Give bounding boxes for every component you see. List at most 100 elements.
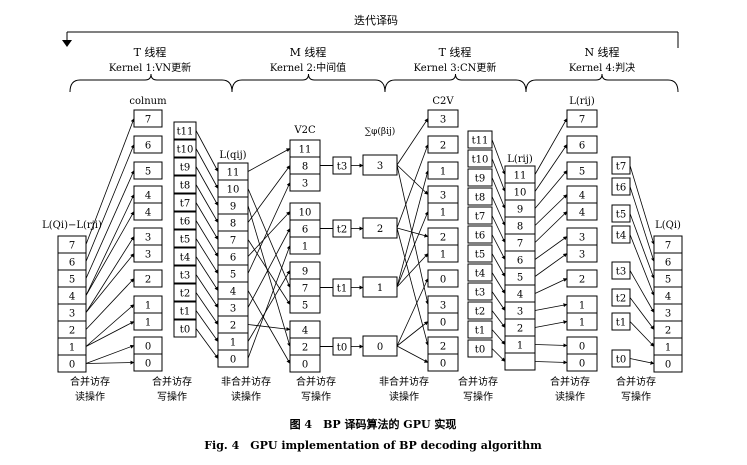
lq-cell-value: 9 (230, 202, 236, 213)
lr-cell-value: 7 (517, 239, 523, 250)
lr2-cell-value: 7 (579, 115, 585, 126)
colnum-cell: 6 (133, 135, 163, 154)
figure-caption-cn: 图 4 BP 译码算法的 GPU 实现 (290, 417, 457, 431)
c2v-cell-value: 2 (440, 141, 446, 152)
colnum-cell-value: 1 (145, 301, 151, 312)
output-cell: 0 (653, 354, 683, 373)
lr2-thread-cell: t4 (611, 225, 631, 244)
c2v-thread-cell: t1 (467, 320, 493, 339)
sum-phi-cell-value: 3 (377, 161, 383, 172)
lq-cell: 2 (217, 315, 249, 334)
lr-cell: 2 (504, 318, 536, 337)
lq-cell: 7 (217, 230, 249, 249)
lr2-cell-value: 0 (579, 342, 585, 353)
lr2-thread-cell: t1 (611, 312, 631, 331)
c2v-thread-cell-value: t10 (472, 155, 489, 166)
v2c-thread-cell: t3 (332, 156, 352, 175)
lr2-cell-value: 2 (579, 275, 585, 286)
stage-kernel-label: Kernel 2:中间值 (270, 61, 346, 74)
colnum-column-label: colnum (129, 96, 167, 107)
v2c-cell-value: 1 (302, 242, 308, 253)
colnum-thread-cell-value: t10 (177, 145, 194, 156)
colnum-thread-cell-value: t6 (180, 217, 190, 228)
colnum-thread-cell-value: t2 (180, 289, 190, 300)
lr2-thread-cell-value: t6 (616, 183, 626, 194)
v2c-cell: 7 (289, 278, 321, 297)
sum-phi-cell: 1 (362, 276, 398, 298)
lq-cell-value: 1 (230, 338, 236, 349)
lq-cell-value: 10 (227, 185, 240, 196)
colnum-cell: 7 (133, 109, 163, 128)
lq-cell: 3 (217, 298, 249, 317)
lr2-thread-cell: t6 (611, 177, 631, 196)
colnum-cell-value: 5 (145, 167, 151, 178)
lr-cell: 10 (504, 182, 536, 201)
v2c-column-label: V2C (293, 125, 316, 136)
lr-cell: 6 (504, 250, 536, 269)
input-cell: 2 (57, 320, 87, 339)
lr-cell-value: 11 (514, 171, 527, 182)
access-pattern-label: 写操作 (621, 390, 651, 403)
colnum-cell: 3 (133, 244, 163, 263)
output-cell-value: 5 (665, 275, 671, 286)
lr-cell: 5 (504, 267, 536, 286)
c2v-cell: 2 (427, 336, 459, 355)
colnum-thread-cell-value: t5 (180, 235, 190, 246)
v2c-cell: 3 (289, 173, 321, 192)
output-cell: 7 (653, 235, 683, 254)
c2v-cell-value: 1 (440, 250, 446, 261)
v2c-cell-value: 4 (302, 326, 308, 337)
lr2-thread-cell: t5 (611, 204, 631, 223)
colnum-thread-cell: t8 (173, 175, 197, 194)
lr2-cell-value: 5 (579, 167, 585, 178)
colnum-thread-cell: t9 (173, 157, 197, 176)
stage-thread-label: T 线程 (439, 45, 472, 59)
lq-cell-value: 0 (230, 355, 236, 366)
access-pattern-label: 读操作 (555, 390, 585, 403)
v2c-cell: 6 (289, 219, 321, 238)
lr-cell: 9 (504, 199, 536, 218)
lr-cell: 4 (504, 284, 536, 303)
lq-cell-value: 7 (230, 236, 236, 247)
c2v-thread-cell-value: t4 (475, 269, 485, 280)
c2v-thread-cell: t9 (467, 168, 493, 187)
lr2-cell-value: 3 (579, 233, 585, 244)
lr2-cell: 4 (566, 185, 598, 204)
lr-cell (504, 352, 536, 371)
lr2-column-label: L(rij) (569, 96, 595, 107)
c2v-thread-cell: t3 (467, 282, 493, 301)
access-pattern-label: 写操作 (157, 390, 187, 403)
connection-arrows (62, 31, 679, 365)
colnum-thread-cell-value: t4 (180, 253, 190, 264)
v2c-cell: 11 (289, 139, 321, 158)
lq-cell: 6 (217, 247, 249, 266)
colnum-thread-cell: t6 (173, 211, 197, 230)
output-cell-value: 6 (665, 258, 671, 269)
lr2-cell: 3 (566, 244, 598, 263)
colnum-cell: 1 (133, 295, 163, 314)
lr2-cell: 7 (566, 109, 598, 128)
stage-thread-label: T 线程 (134, 45, 167, 59)
access-pattern-label: 非合并访存 (221, 375, 271, 388)
lr2-cell-value: 3 (579, 250, 585, 261)
lr-cell-value: 1 (517, 341, 523, 352)
c2v-cell-value: 3 (440, 191, 446, 202)
input-cell: 0 (57, 354, 87, 373)
access-pattern-label: 合并访存 (458, 375, 498, 388)
v2c-thread-cell: t0 (332, 337, 352, 356)
lr2-thread-cell-value: t7 (616, 162, 626, 173)
stage-kernel-label: Kernel 4:判决 (569, 62, 635, 74)
lr-cell: 11 (504, 165, 536, 184)
input-cell: 5 (57, 269, 87, 288)
v2c-thread-cell-value: t0 (337, 343, 347, 354)
lr2-cell: 0 (566, 353, 598, 372)
lr2-thread-cell-value: t2 (616, 294, 626, 305)
input-cell: 7 (57, 235, 87, 254)
lr-cell-value: 2 (517, 324, 523, 335)
lr-cell: 1 (504, 335, 536, 354)
lr2-thread-cell: t0 (611, 349, 631, 368)
input-cell: 1 (57, 337, 87, 356)
input-cell-value: 4 (69, 292, 75, 303)
memory-cells: 76543210765443321100t11t10t9t8t7t6t5t4t3… (57, 109, 683, 373)
